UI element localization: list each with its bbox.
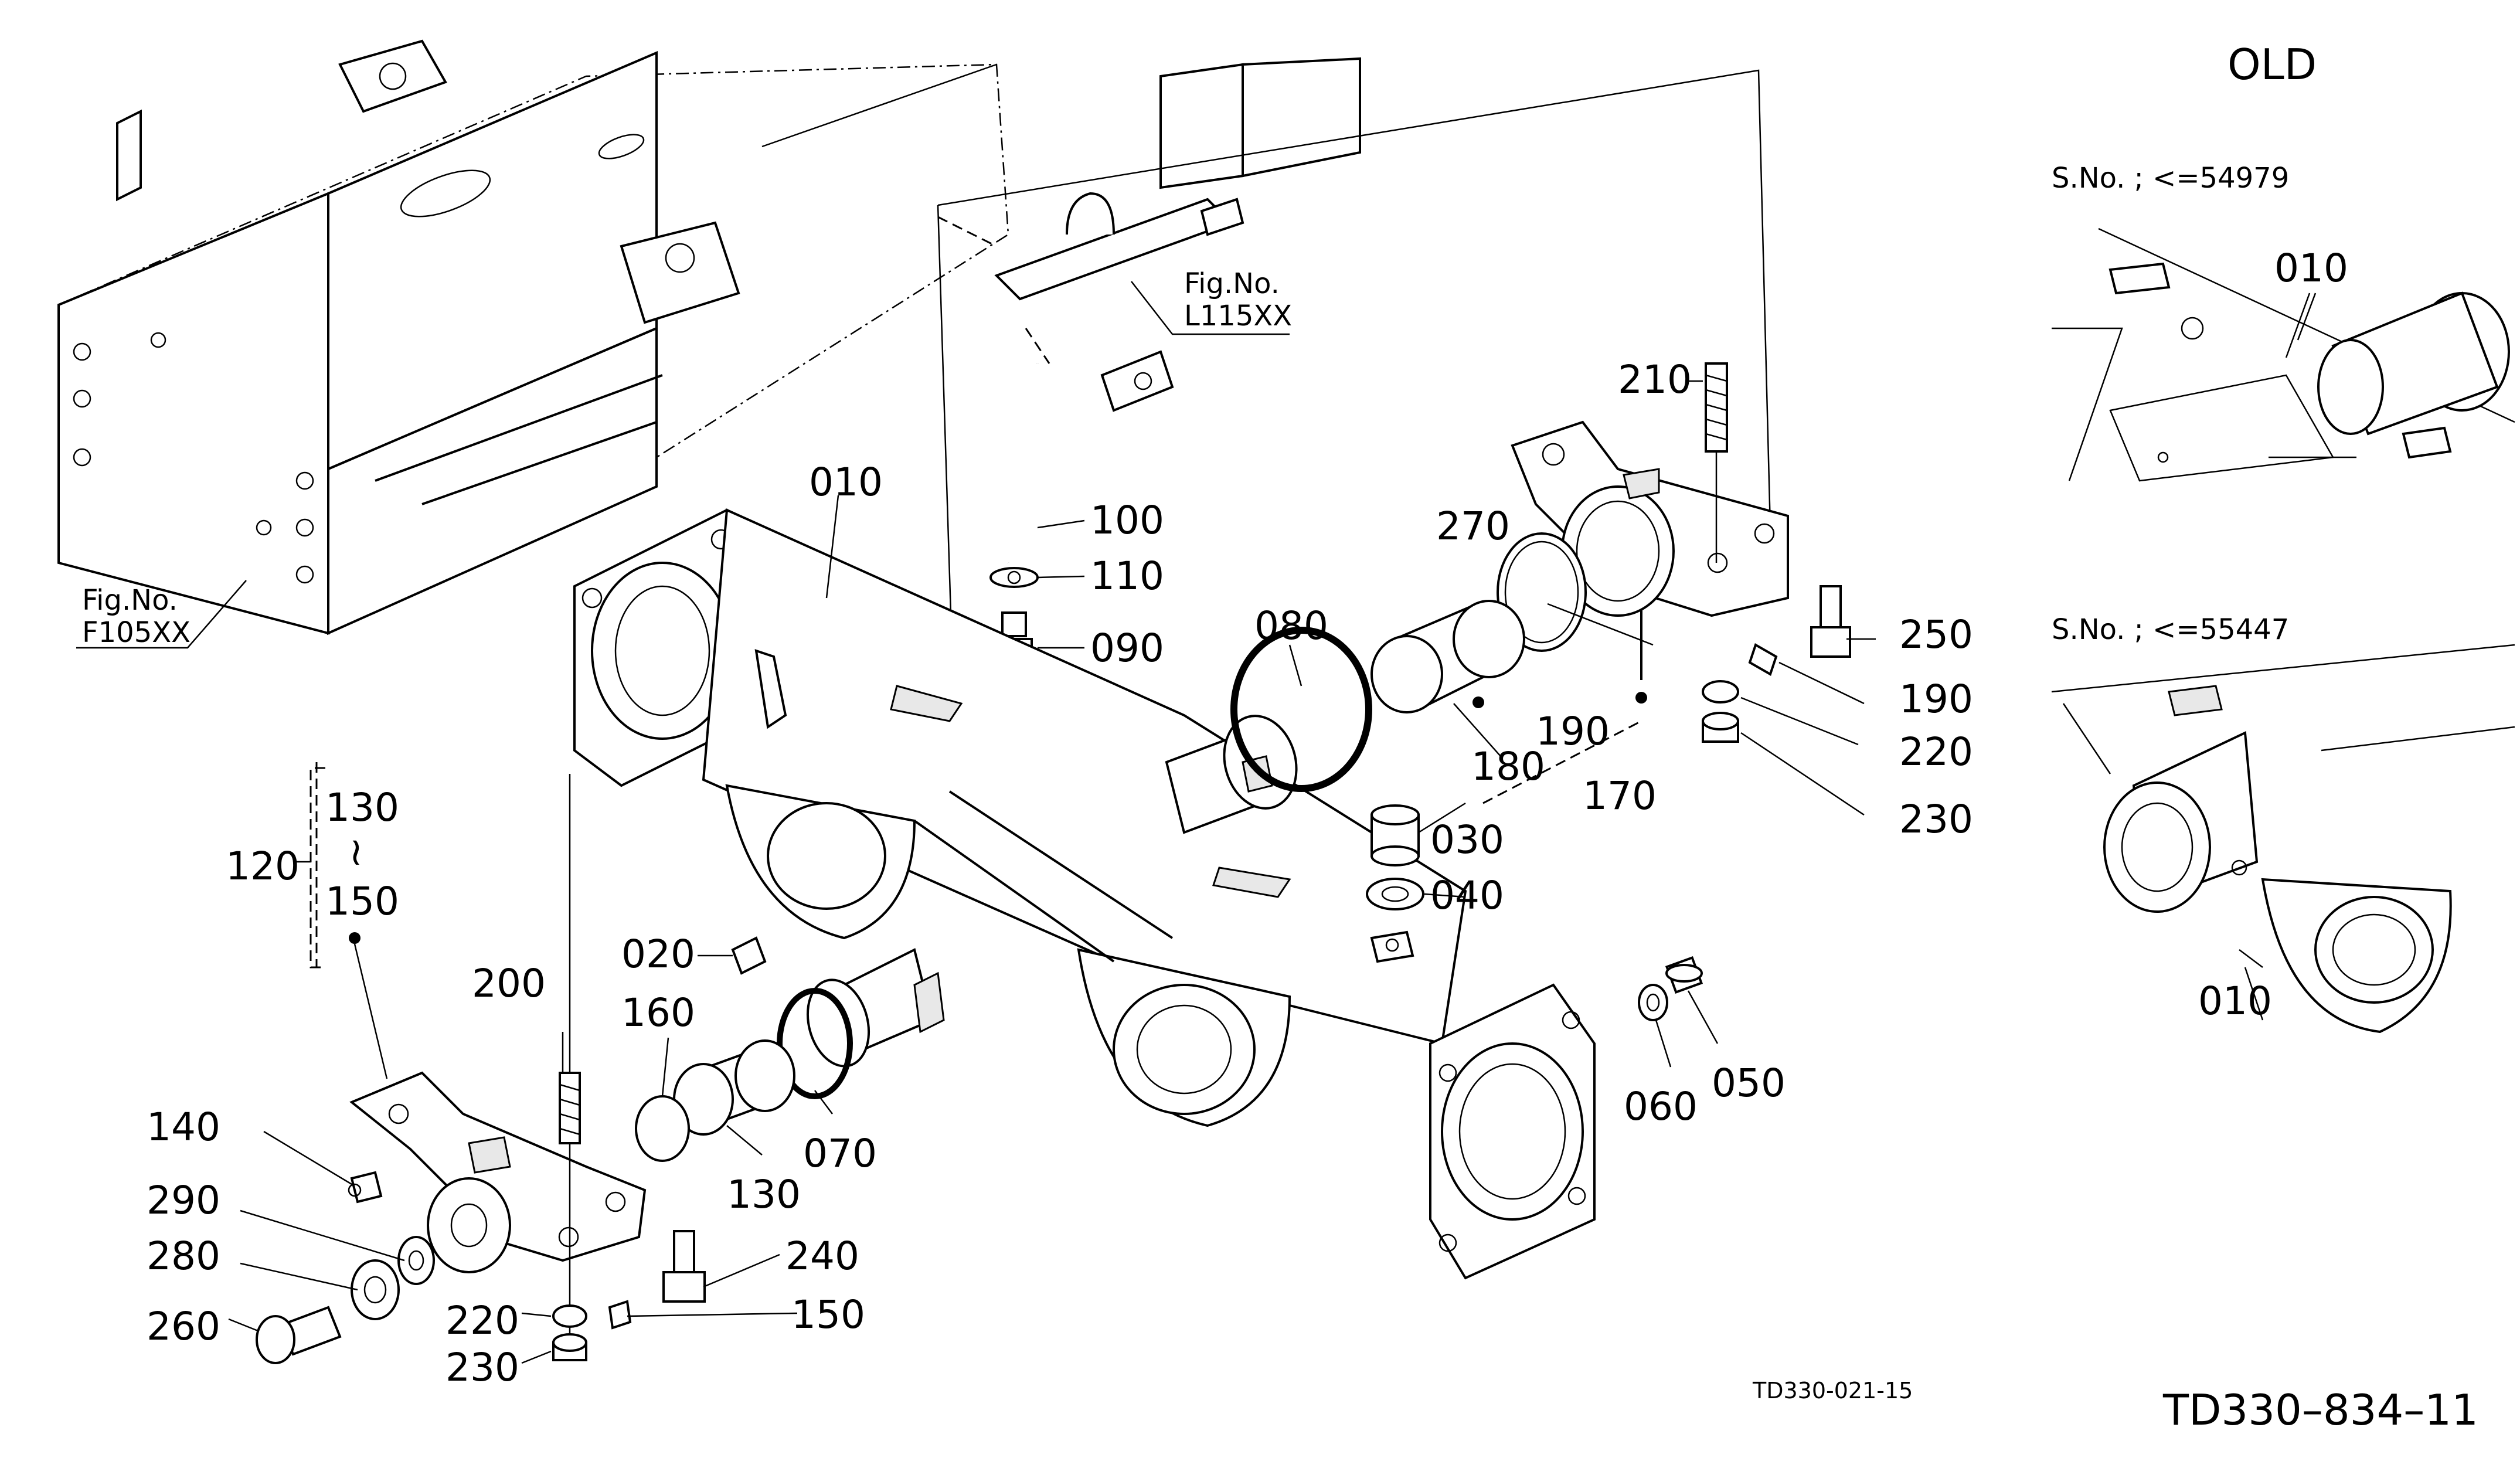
part-label-220-left[interactable]: 220: [445, 1298, 519, 1343]
serial-note-upper: S.No. ; <=54979: [2052, 162, 2289, 195]
drain-plug-050: [1665, 956, 1703, 994]
old-heading: OLD: [2227, 40, 2317, 89]
part-label-110[interactable]: 110: [1090, 553, 1164, 599]
collar-280: [351, 1259, 400, 1320]
part-label-120[interactable]: 120: [226, 844, 300, 889]
part-label-280[interactable]: 280: [147, 1233, 220, 1279]
pivot-bracket-rear: [1511, 420, 1789, 704]
bushing-130: [673, 1039, 795, 1136]
part-label-030[interactable]: 030: [1430, 817, 1504, 862]
stud-200: [559, 774, 581, 1337]
plug-030: [1370, 804, 1420, 866]
part-label-170[interactable]: 170: [1583, 773, 1657, 818]
plug-150-small: [608, 1300, 632, 1330]
nut-230-left: [552, 1333, 587, 1361]
figure-ref-hitch-line2: L115XX: [1184, 300, 1292, 332]
part-label-070[interactable]: 070: [803, 1131, 877, 1176]
figure-ref-frame[interactable]: Fig.No. F105XX: [76, 580, 247, 649]
part-label-230-left[interactable]: 230: [445, 1345, 519, 1390]
washer-040: [1366, 878, 1424, 910]
part-label-050[interactable]: 050: [1712, 1061, 1786, 1106]
part-label-010[interactable]: 010: [809, 460, 883, 505]
old-detail-lower: [2051, 644, 2515, 1034]
part-label-040[interactable]: 040: [1430, 873, 1504, 918]
part-label-150-group[interactable]: 150: [325, 879, 399, 924]
bolt-240: [662, 1230, 706, 1303]
part-label-100[interactable]: 100: [1090, 498, 1164, 543]
part-label-160[interactable]: 160: [621, 990, 695, 1035]
tractor-frame-reference: [57, 39, 1361, 636]
washer-220-left: [552, 1304, 587, 1328]
figure-ref-frame-line1: Fig.No.: [82, 584, 178, 617]
seal-160: [635, 1095, 690, 1162]
part-label-010-old-upper[interactable]: 010: [2274, 246, 2348, 291]
o-ring-080: [1230, 627, 1372, 792]
part-label-140[interactable]: 140: [147, 1105, 220, 1150]
part-label-290[interactable]: 290: [147, 1178, 220, 1223]
o-ring-270-inner: [1504, 541, 1579, 644]
header-old: OLD: [2227, 40, 2317, 89]
part-label-060[interactable]: 060: [1624, 1084, 1698, 1129]
part-label-240[interactable]: 240: [785, 1233, 859, 1279]
set-screw-020: [731, 936, 767, 975]
grease-nipple-190: [1748, 643, 1778, 676]
part-label-230-right[interactable]: 230: [1899, 797, 1973, 842]
hitch-bracket-reference: [937, 69, 1771, 763]
part-label-270[interactable]: 270: [1436, 504, 1510, 549]
figure-ref-frame-line2: F105XX: [82, 616, 191, 649]
stud-210: [1705, 362, 1728, 563]
part-label-010-old-lower[interactable]: 010: [2198, 978, 2272, 1024]
group-bracket-120: [293, 767, 361, 969]
nut-230-right: [1702, 712, 1739, 743]
part-label-090[interactable]: 090: [1090, 626, 1164, 671]
diagram-id: TD330-021-15: [1752, 1378, 1913, 1404]
drawing-number: TD330–834–11: [2162, 1385, 2478, 1435]
leader-lines: [228, 380, 1876, 1364]
part-label-190-left[interactable]: 190: [1536, 709, 1610, 754]
part-label-210[interactable]: 210: [1618, 357, 1692, 402]
o-ring-070: [777, 988, 853, 1099]
washer-220-right: [1702, 680, 1739, 704]
washer-290: [397, 1236, 435, 1285]
pivot-bracket-front: [349, 1071, 647, 1273]
range-tilde: ≀: [349, 829, 363, 874]
figure-ref-hitch-line1: Fig.No.: [1184, 267, 1280, 300]
grease-nipple-140: [348, 1171, 383, 1204]
part-label-150[interactable]: 150: [791, 1292, 865, 1337]
part-label-260[interactable]: 260: [147, 1304, 220, 1349]
washer-060: [1638, 984, 1668, 1021]
bushing-180: [1370, 600, 1525, 713]
part-label-080[interactable]: 080: [1254, 603, 1328, 648]
old-detail-upper: [2052, 227, 2515, 482]
serial-note-lower: S.No. ; <=55447: [2052, 613, 2289, 646]
part-label-200[interactable]: 200: [472, 961, 546, 1006]
part-label-020[interactable]: 020: [621, 932, 695, 977]
part-label-220-right[interactable]: 220: [1899, 729, 1973, 774]
old-detail-leaders: [2239, 293, 2311, 968]
part-label-130[interactable]: 130: [727, 1172, 801, 1217]
part-label-190-right[interactable]: 190: [1899, 677, 1973, 722]
part-label-180[interactable]: 180: [1471, 744, 1545, 789]
pin-260: [256, 1306, 342, 1364]
figure-ref-hitch[interactable]: Fig.No. L115XX: [1131, 267, 1292, 335]
bolt-250: [1810, 585, 1851, 658]
part-label-250[interactable]: 250: [1899, 612, 1973, 657]
part-label-130-group[interactable]: 130: [325, 785, 399, 830]
